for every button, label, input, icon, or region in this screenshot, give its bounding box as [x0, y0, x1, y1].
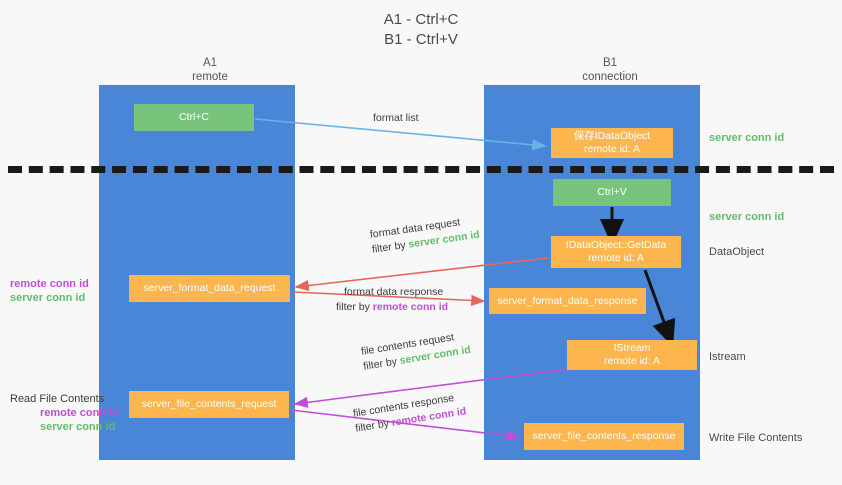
dashed-divider [8, 166, 834, 173]
box-server-file-contents-request[interactable]: server_file_contents_request [129, 391, 289, 418]
edge-label-format-list-text: format list [373, 112, 419, 124]
filter-prefix: filter by [371, 238, 410, 256]
page-title: A1 - Ctrl+C B1 - Ctrl+V [0, 10, 842, 50]
box-istream[interactable]: IStream remote id: A [567, 340, 697, 370]
annotation-server-conn-id: server conn id [10, 292, 86, 304]
box-ctrl-c[interactable]: Ctrl+C [134, 104, 254, 131]
box-data-object-line1: 保存IDataObject [573, 130, 651, 142]
annotation-remote-conn-id: remote conn id [10, 278, 89, 290]
column-header-a1: A1 remote [120, 56, 300, 84]
title-line-1: A1 - Ctrl+C [383, 11, 459, 28]
column-header-a1-name: A1 [202, 57, 218, 69]
box-getdata-line2: remote id: A [587, 252, 645, 264]
annotation-read-file-contents-group: Read File Contents remote conn id server… [10, 392, 119, 434]
box-ctrl-v[interactable]: Ctrl+V [553, 179, 671, 206]
annotation-left-conn-ids: remote conn id server conn id [10, 277, 89, 305]
box-istream-line1: IStream [613, 342, 651, 354]
arrow-format-data-request [294, 257, 549, 292]
filter-value-remote-conn-id: remote conn id [372, 301, 449, 313]
box-server-format-data-response-label: server_format_data_response [497, 294, 638, 307]
edge-label-format-data-response-filter: filter by remote conn id [336, 300, 448, 315]
box-getdata[interactable]: IDataObject::GetData remote id: A [551, 236, 681, 268]
box-data-object[interactable]: 保存IDataObject remote id: A [551, 128, 673, 158]
annotation-server-conn-id-second: server conn id [709, 211, 785, 223]
annotation-dataobject: DataObject [709, 246, 765, 258]
edge-label-format-data-response-line1: format data response [344, 286, 444, 298]
box-istream-line2: remote id: A [603, 355, 661, 367]
column-header-b1-role: connection [582, 71, 638, 83]
column-header-b1-name: B1 [602, 57, 618, 69]
annotation-remote-conn-id-2: remote conn id [40, 407, 119, 419]
annotation-read-file-contents: Read File Contents [10, 393, 105, 405]
arrow-format-data-response [292, 291, 486, 306]
arrow-format-list [254, 118, 547, 151]
edge-label-format-data-response: format data response filter by remote co… [336, 285, 448, 315]
box-getdata-line1: IDataObject::GetData [565, 239, 667, 251]
annotation-server-conn-id-top: server conn id [709, 132, 785, 144]
box-server-file-contents-response-label: server_file_contents_response [532, 430, 676, 442]
box-server-format-data-request[interactable]: server_format_data_request [129, 275, 290, 302]
box-server-format-data-request-label: server_format_data_request [143, 282, 276, 294]
box-data-object-line2: remote id: A [583, 143, 641, 155]
annotation-server-conn-id-2: server conn id [40, 421, 116, 433]
column-header-b1: B1 connection [520, 56, 700, 84]
arrow-getdata-to-istream [643, 269, 668, 333]
column-header-a1-role: remote [192, 71, 228, 83]
box-server-file-contents-request-label: server_file_contents_request [141, 398, 277, 410]
arrow-file-contents-response [290, 409, 521, 442]
box-server-file-contents-response[interactable]: server_file_contents_response [524, 423, 684, 450]
box-ctrl-c-line1: Ctrl+C [178, 111, 210, 123]
box-server-format-data-response[interactable]: server_format_data_response [489, 288, 646, 314]
filter-prefix: filter by [336, 301, 373, 313]
title-line-2: B1 - Ctrl+V [384, 31, 458, 48]
box-ctrl-v-line1: Ctrl+V [597, 186, 627, 198]
edge-label-format-list: format list [373, 111, 419, 126]
annotation-write-file-contents: Write File Contents [709, 432, 803, 444]
annotation-istream: Istream [709, 351, 746, 363]
